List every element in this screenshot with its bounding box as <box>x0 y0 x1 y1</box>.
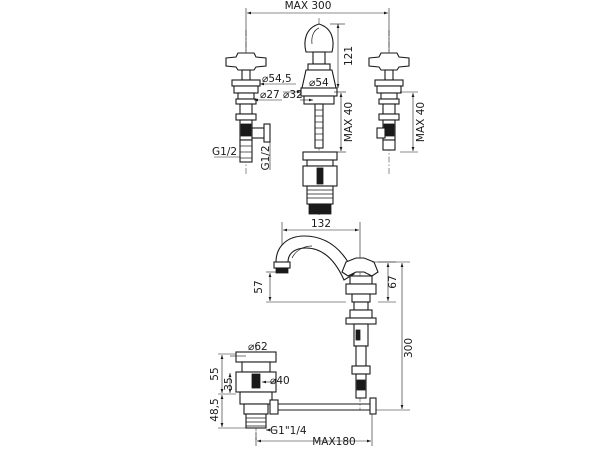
label-g12-vertical: G1/2 <box>260 145 272 170</box>
label-max40-center: MAX 40 <box>343 102 355 142</box>
dimension-max180: MAX180 <box>255 414 373 448</box>
label-121: 121 <box>343 46 355 66</box>
label-132: 132 <box>311 218 331 230</box>
label-d54-5: ⌀54,5 <box>262 73 292 85</box>
dimension-57: 57 <box>253 271 346 303</box>
dimension-waste: ⌀62 55 35 48,5 ⌀40 G1"1/4 <box>209 341 307 437</box>
label-d54: ⌀54 <box>309 77 329 89</box>
label-300: 300 <box>403 338 415 358</box>
dimension-67: 67 <box>378 261 399 303</box>
side-handle <box>341 257 379 410</box>
label-48-5: 48,5 <box>209 398 221 421</box>
side-spout <box>273 235 355 281</box>
label-d40: ⌀40 <box>270 375 290 387</box>
label-max40-right: MAX 40 <box>415 102 427 142</box>
label-67: 67 <box>387 275 399 288</box>
label-max180: MAX180 <box>312 436 355 448</box>
label-35: 35 <box>223 377 235 390</box>
dimension-max40-center: MAX 40 <box>334 91 355 153</box>
side-elevation-view: 132 57 67 <box>209 218 415 448</box>
side-tap-body <box>345 301 377 399</box>
dimension-max40-right: MAX 40 <box>400 91 427 153</box>
dimension-max300: MAX 300 <box>245 0 390 60</box>
dimension-300: 300 <box>372 261 415 411</box>
center-spout <box>300 18 338 215</box>
front-elevation-view: MAX 300 <box>212 0 427 215</box>
label-55: 55 <box>209 367 221 380</box>
label-g1-14: G1"1/4 <box>270 425 307 437</box>
waste-assembly <box>235 345 377 440</box>
label-d32: ⌀32 <box>283 89 303 101</box>
left-handle-valve <box>225 30 271 175</box>
label-d27: ⌀27 <box>260 89 280 101</box>
label-d62: ⌀62 <box>248 341 268 353</box>
right-handle-valve <box>368 30 410 175</box>
label-max300: MAX 300 <box>285 0 332 12</box>
dimension-g12: G1/2 G1/2 <box>212 142 272 171</box>
dimension-121: 121 <box>330 23 355 88</box>
label-g12-left: G1/2 <box>212 146 237 158</box>
label-57: 57 <box>253 280 265 293</box>
dimension-diameters-top: ⌀54,5 ⌀27 ⌀54 ⌀32 <box>254 73 329 102</box>
